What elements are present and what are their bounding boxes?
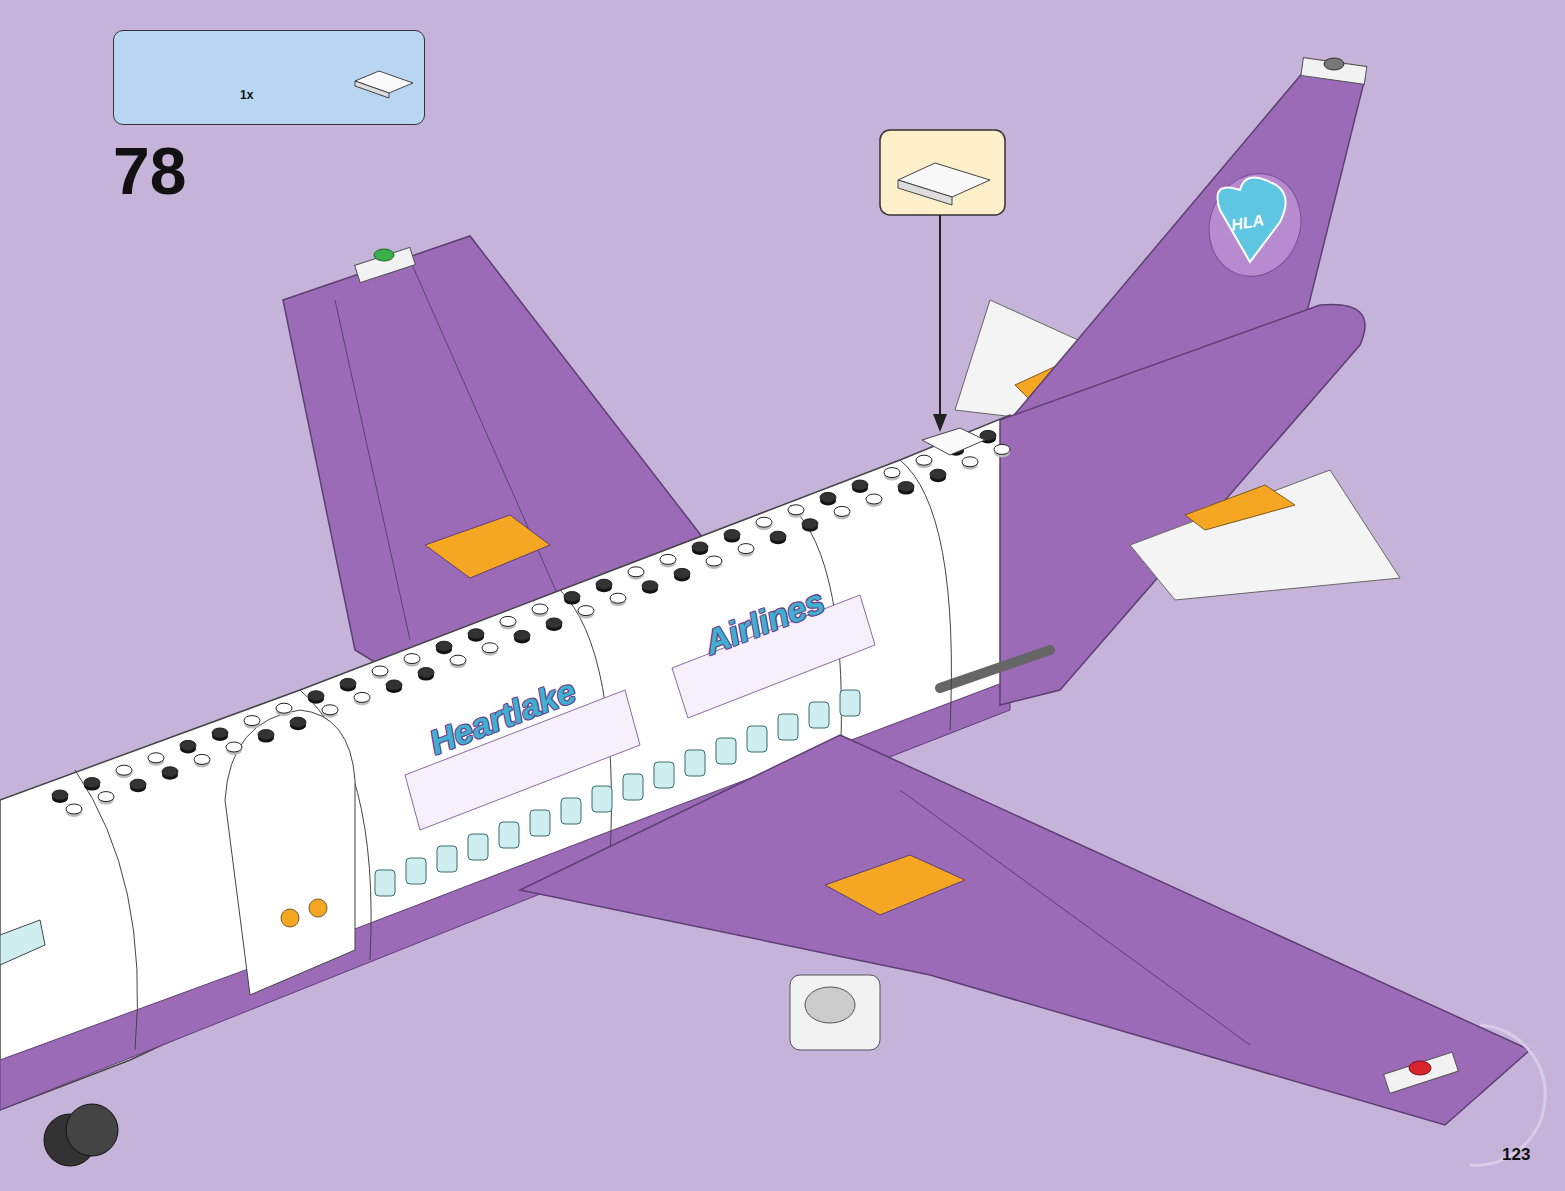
engine-flap — [825, 855, 965, 915]
part-quantity: 1x — [240, 88, 253, 102]
wing-panel-line — [410, 260, 560, 600]
green-light — [374, 249, 394, 261]
step-number: 78 — [113, 138, 186, 204]
placed-piece — [922, 428, 985, 455]
red-light — [1409, 1061, 1431, 1075]
fin-light — [1324, 58, 1344, 70]
near-wing — [520, 735, 1530, 1125]
piece-icon-side — [898, 180, 952, 205]
wing-light-base — [355, 247, 416, 282]
callout-arrow — [939, 215, 941, 418]
wing-light-base — [1384, 1052, 1459, 1093]
door — [225, 710, 355, 995]
cockpit-window — [0, 920, 45, 965]
stabilizer-tile — [1185, 485, 1295, 530]
tail-pipe — [940, 650, 1050, 688]
engine-flap — [425, 515, 550, 578]
door-handle — [281, 899, 327, 927]
fin-light-base — [1301, 58, 1367, 85]
arrowhead — [933, 414, 947, 432]
logo-badge — [1195, 161, 1315, 290]
engine-intake — [805, 987, 855, 1023]
parts-list-box: 1x — [113, 30, 425, 125]
watermark-moon — [1470, 1025, 1545, 1165]
callout-box — [880, 130, 1005, 215]
engine — [790, 975, 880, 1050]
page-number: 123 — [1502, 1146, 1530, 1163]
wing-panel-line — [335, 300, 410, 640]
piece-icon — [349, 61, 419, 101]
stabilizer — [1130, 470, 1400, 600]
logo-heart — [1218, 178, 1286, 263]
wing-panel-line — [900, 790, 1250, 1045]
wheel — [66, 1104, 118, 1156]
